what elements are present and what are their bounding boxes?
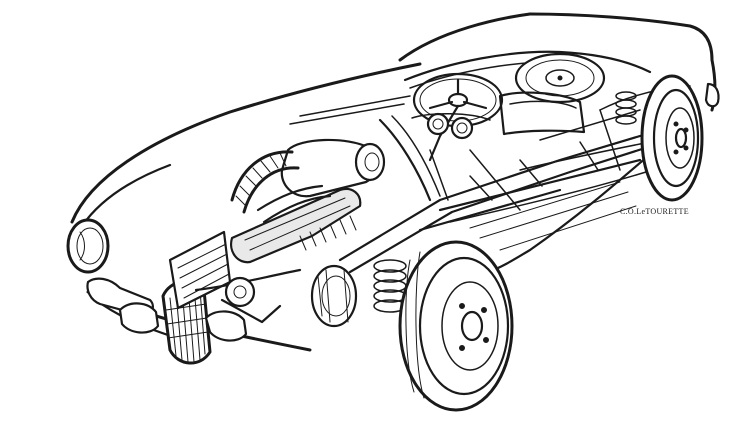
steering-wheel <box>412 72 504 162</box>
tail-light <box>704 82 720 108</box>
front-wheel <box>398 240 514 412</box>
floor-pan <box>469 181 637 251</box>
artist-signature: C.O.LeTOURETTE <box>620 207 689 216</box>
engine <box>168 138 386 324</box>
headlight <box>66 218 110 274</box>
dashboard <box>411 112 491 140</box>
seats <box>498 91 586 136</box>
rear-wheel <box>640 74 704 202</box>
rear-coil-spring <box>615 91 637 125</box>
chassis-frame <box>338 109 666 274</box>
front-brake-drum <box>310 264 358 328</box>
front-grille <box>161 280 212 365</box>
firewall <box>289 95 441 202</box>
front-bumper <box>86 277 248 342</box>
front-coil-spring <box>373 259 407 313</box>
